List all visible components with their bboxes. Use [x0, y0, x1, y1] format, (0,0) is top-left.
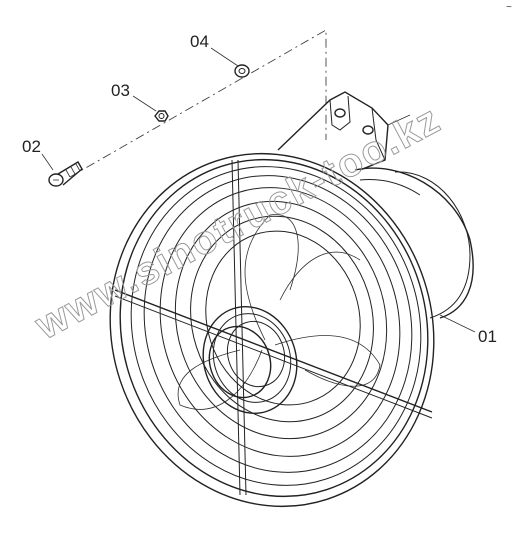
washer-part-04: [234, 64, 250, 78]
nut-part-03: [154, 110, 169, 122]
fan-hub: [202, 306, 298, 414]
mounting-bracket: [277, 91, 411, 171]
screw-part-02: [48, 161, 83, 187]
callout-leaders: [41, 47, 476, 333]
assembly-axis-lines: [69, 29, 327, 178]
motor-housing: [354, 167, 474, 319]
guard-struts: [114, 159, 433, 496]
fan-guard: [109, 152, 435, 508]
callout-label-03: 03: [111, 81, 130, 100]
callout-label-01: 01: [478, 327, 497, 346]
corner-mark: ~: [506, 2, 512, 13]
fan-assembly-part-01: [109, 91, 474, 508]
callout-label-04: 04: [190, 32, 209, 51]
fan-blades: [177, 214, 381, 410]
callout-label-02: 02: [22, 137, 41, 156]
